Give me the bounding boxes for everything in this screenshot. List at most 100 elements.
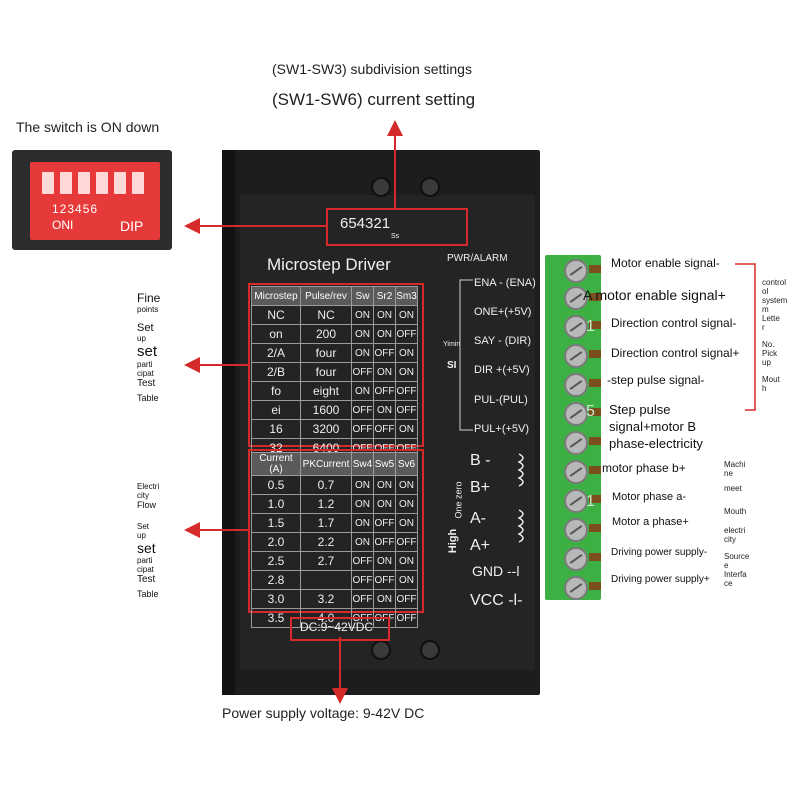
terminal-screw[interactable] (564, 518, 588, 542)
signal-label: Direction control signal+ (611, 346, 740, 360)
terminal-screw[interactable] (564, 344, 588, 368)
terminal-screw[interactable] (564, 460, 588, 484)
side-mark-small: Yimin (443, 341, 461, 348)
terminal-screw[interactable] (564, 259, 588, 283)
screw (420, 640, 440, 660)
signal-label: Direction control signal- (611, 316, 737, 330)
dc-label: DC:9~42VDC (300, 620, 374, 634)
motor-label-a-minus: A- (470, 510, 486, 527)
terminal-screw[interactable] (564, 373, 588, 397)
table-header-cell: Sr2 (373, 286, 396, 306)
table-cell: OFF (395, 608, 418, 628)
subdivision-caption: (SW1-SW3) subdivision settings (272, 61, 472, 77)
label-fragment: r (762, 323, 765, 332)
label-fragment: city (137, 491, 149, 500)
table-row: ei 1600 OFF ON OFF (251, 400, 418, 420)
terminal-screw[interactable] (564, 286, 588, 310)
driver-title: Microstep Driver (267, 255, 391, 274)
power-label-vcc: VCC -l- (470, 592, 523, 609)
signal-label: Step pulse (609, 402, 671, 417)
switch-window-sub: Ss (391, 233, 400, 240)
table-cell: 2.7 (300, 551, 352, 571)
terminal-lug (589, 553, 601, 561)
current-caption: (SW1-SW6) current setting (272, 90, 476, 109)
label-fragment: electri (724, 526, 746, 535)
signal-label: phase-electricity (609, 436, 703, 451)
table-cell: ON (395, 419, 418, 439)
pin-label-dir-plus: DIR +(+5V) (474, 364, 530, 376)
power-label-gnd: GND --l (472, 563, 520, 579)
table-header-row: Microstep Pulse/rev Sw Sr2 Sm3 (251, 286, 418, 306)
switch-caption: The switch is ON down (16, 119, 160, 135)
terminal-screw[interactable] (564, 315, 588, 339)
terminal-lug (589, 321, 601, 329)
label-fragment: h (762, 384, 767, 393)
switch-window-label: 654321 (340, 215, 391, 232)
terminal-screw[interactable] (564, 402, 588, 426)
label-fragment: Source (724, 552, 750, 561)
label-fragment: Flow (137, 500, 157, 510)
label-fragment: m (762, 305, 769, 314)
label-fragment: Mout (762, 375, 780, 384)
label-fragment: parti (137, 556, 153, 565)
signal-label: -step pulse signal- (607, 373, 705, 387)
label-fragment: Fine (137, 291, 161, 305)
label-fragment: set (137, 540, 156, 556)
label-fragment: Mouth (724, 507, 747, 516)
label-fragment: parti (137, 360, 153, 369)
right-label-control: control ol system m Lette r No. Pick up … (762, 278, 796, 393)
coil-symbols (517, 453, 524, 543)
right-brackets (735, 263, 756, 411)
label-fragment: ol (762, 287, 769, 296)
terminal-digit: 1 (586, 493, 595, 510)
terminal-block: 1 5 1 (545, 255, 601, 600)
side-mark-si: SI (447, 360, 457, 371)
dip-switch-body: 123456 ONI DIP (30, 162, 160, 240)
label-fragment: No. (762, 340, 775, 349)
switch-window-highlight (326, 208, 468, 246)
microstep-table: Microstep Pulse/rev Sw Sr2 Sm3 NC NC ON … (251, 286, 418, 458)
label-fragment: cipat (137, 565, 154, 574)
signal-label: Motor enable signal- (611, 256, 720, 270)
motor-label-b-plus: B+ (470, 479, 491, 496)
terminal-lug (589, 379, 601, 387)
table-row: 1.5 1.7 ON OFF ON (251, 513, 418, 533)
motor-label-b-minus: B - (470, 452, 491, 469)
terminal-lug (589, 524, 601, 532)
table-cell: 0.7 (300, 475, 352, 495)
label-fragment: set (137, 343, 158, 360)
table-cell: 2/A (251, 343, 301, 363)
terminal-lug (589, 350, 601, 358)
table-row: 3.0 3.2 OFF ON OFF (251, 589, 418, 609)
dip-slot (60, 172, 72, 194)
label-fragment: ne (724, 469, 733, 478)
label-fragment: Set (137, 522, 150, 531)
table-row: 0.5 0.7 ON ON ON (251, 475, 418, 495)
terminal-screw[interactable] (564, 547, 588, 571)
dip-numbers: 123456 (52, 202, 99, 216)
label-fragment: Machi (724, 460, 746, 469)
label-fragment: Pick (762, 349, 778, 358)
right-label-motor: Machi ne meet Mouth electri city (724, 460, 758, 544)
terminal-screw[interactable] (564, 576, 588, 600)
dip-brand-label: DIP (120, 218, 144, 234)
table-cell: 2.5 (251, 551, 301, 571)
label-fragment: e (724, 561, 729, 570)
label-fragment: ce (724, 579, 733, 588)
terminal-lug (589, 293, 601, 301)
terminal-screw[interactable] (564, 489, 588, 513)
table-row: 2/A four ON OFF ON (251, 343, 418, 363)
signal-label: signal+motor B (609, 419, 697, 434)
label-fragment: up (137, 334, 146, 343)
label-fragment: Set (137, 322, 154, 334)
terminal-screw[interactable] (564, 431, 588, 455)
label-fragment: control (762, 278, 787, 287)
label-fragment: Lette (762, 314, 780, 323)
label-fragment: up (137, 531, 146, 540)
control-bracket (459, 279, 473, 431)
left-label-subdivision: Fine points Set up set parti cipat Test … (137, 291, 177, 403)
label-fragment: meet (724, 484, 742, 493)
signal-label: motor phase b+ (602, 461, 686, 475)
dip-slot (42, 172, 54, 194)
